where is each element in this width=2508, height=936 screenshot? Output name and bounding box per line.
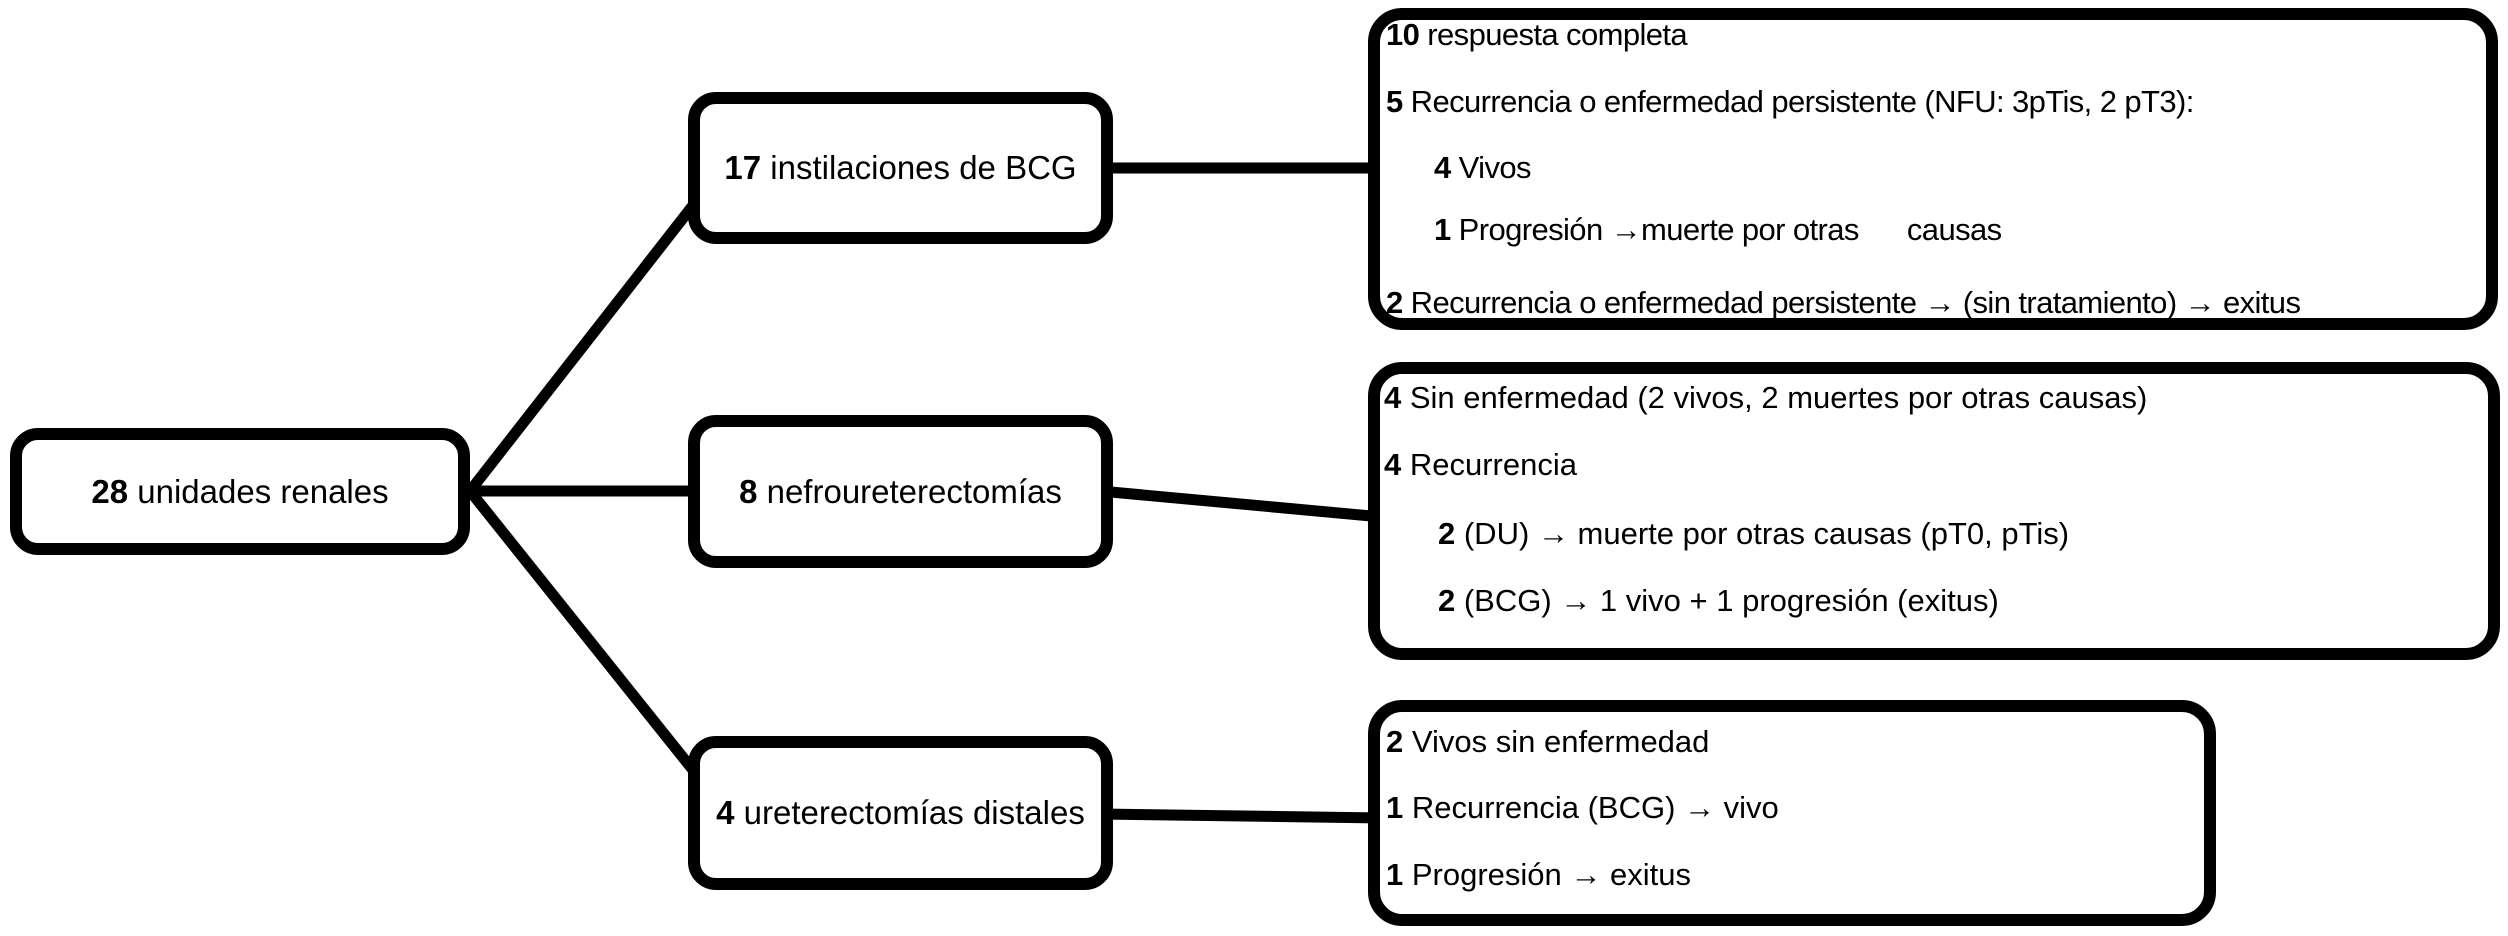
outcome-count: 4 — [1384, 380, 1402, 415]
treatment-node-ureter-label: 4 ureterectomías distales — [716, 794, 1085, 832]
outcome-text: respuesta completa — [1419, 17, 1688, 52]
outcome-count: 10 — [1386, 17, 1420, 52]
treatment-node-ureter: 4 ureterectomías distales — [688, 736, 1113, 890]
treatment-node-bcg-label: 17 instilaciones de BCG — [724, 149, 1076, 187]
outcome-line: 5 Recurrencia o enfermedad persistente (… — [1386, 82, 2194, 122]
outcome-line: 2 Vivos sin enfermedad — [1386, 722, 1709, 762]
root-node-count: 28 — [91, 472, 129, 510]
outcome-count: 4 — [1384, 447, 1402, 482]
outcome-count: 5 — [1386, 84, 1403, 119]
outcome-line: 1 Recurrencia (BCG) → vivo — [1386, 788, 1779, 828]
outcome-line: 2 Recurrencia o enfermedad persistente →… — [1386, 283, 2301, 323]
outcome-text: Progresión → exitus — [1403, 857, 1691, 892]
outcome-text: Sin enfermedad (2 vivos, 2 muertes por o… — [1401, 380, 2148, 415]
nefro-node-count: 8 — [739, 472, 758, 510]
outcome-count: 2 — [1438, 583, 1456, 618]
outcome-line: 1 Progresión → exitus — [1386, 855, 1691, 895]
treatment-node-nefro: 8 nefroureterectomías — [688, 415, 1113, 568]
outcome-text: Recurrencia o enfermedad persistente → (… — [1402, 285, 2301, 320]
outcome-text: Vivos sin enfermedad — [1403, 724, 1710, 759]
outcome-count: 2 — [1438, 516, 1456, 551]
outcome-box-bcg: 10 respuesta completa 5 Recurrencia o en… — [1368, 8, 2498, 330]
outcome-count: 2 — [1386, 724, 1404, 759]
outcome-text: Recurrencia o enfermedad persistente (NF… — [1402, 84, 2195, 119]
outcome-box-ureter: 2 Vivos sin enfermedad 1 Recurrencia (BC… — [1368, 700, 2216, 926]
outcome-line: 4 Recurrencia — [1384, 445, 1577, 485]
nefro-node-text: nefroureterectomías — [757, 472, 1062, 510]
connector-root-to-ureter — [464, 485, 711, 791]
outcome-line: 10 respuesta completa — [1386, 15, 1688, 55]
bcg-node-count: 17 — [724, 149, 762, 186]
root-node-label: 28 unidades renales — [91, 473, 388, 511]
outcome-line: 2 (BCG) → 1 vivo + 1 progresión (exitus) — [1438, 581, 1999, 621]
outcome-text: (DU) → muerte por otras causas (pT0, pTi… — [1455, 516, 2070, 551]
outcome-line: 2 (DU) → muerte por otras causas (pT0, p… — [1438, 514, 2069, 554]
outcome-count: 1 — [1386, 857, 1404, 892]
outcome-line: 4 Vivos — [1434, 148, 1532, 188]
outcome-text: Progresión →muerte por otras causas — [1450, 212, 2002, 247]
bcg-node-text: instilaciones de BCG — [761, 149, 1077, 186]
treatment-node-bcg: 17 instilaciones de BCG — [688, 92, 1113, 244]
outcome-text: Vivos — [1450, 150, 1532, 185]
connector-nefro-to-outcomes — [1094, 485, 1388, 523]
outcome-count: 1 — [1434, 212, 1451, 247]
root-node-text: unidades renales — [128, 472, 389, 510]
outcome-count: 2 — [1386, 285, 1403, 320]
outcome-line: 4 Sin enfermedad (2 vivos, 2 muertes por… — [1384, 378, 2147, 418]
treatment-node-nefro-label: 8 nefroureterectomías — [739, 473, 1062, 511]
outcome-line: 1 Progresión →muerte por otras causas — [1434, 210, 2002, 250]
outcome-count: 4 — [1434, 150, 1451, 185]
outcome-count: 1 — [1386, 790, 1404, 825]
outcome-box-nefro: 4 Sin enfermedad (2 vivos, 2 muertes por… — [1368, 362, 2500, 660]
ureter-node-text: ureterectomías distales — [734, 794, 1085, 831]
outcome-text: (BCG) → 1 vivo + 1 progresión (exitus) — [1455, 583, 1999, 618]
root-node: 28 unidades renales — [10, 428, 470, 555]
ureter-node-count: 4 — [716, 794, 735, 831]
outcome-text: Recurrencia — [1401, 447, 1577, 482]
outcome-text: Recurrencia (BCG) → vivo — [1403, 790, 1779, 825]
connector-ureter-to-outcomes — [1094, 808, 1388, 824]
connector-root-to-bcg — [464, 184, 711, 497]
